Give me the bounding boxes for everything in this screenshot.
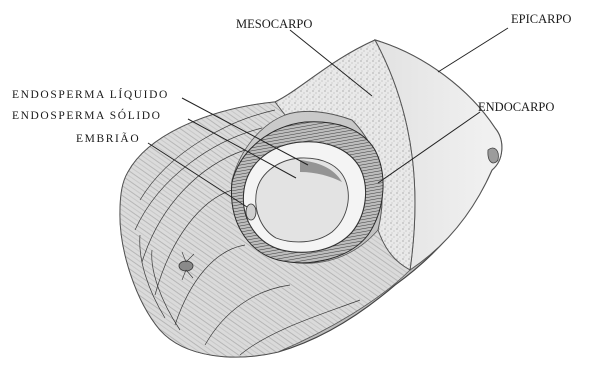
label-endocarp: ENDOCARPO xyxy=(478,100,554,114)
label-liquid-endosperm: ENDOSPERMA LÍQUIDO xyxy=(12,87,169,101)
label-embryo: EMBRIÃO xyxy=(76,131,140,145)
embryo xyxy=(246,204,256,220)
label-mesocarp: MESOCARPO xyxy=(236,17,312,31)
label-solid-endosperm: ENDOSPERMA SÓLIDO xyxy=(12,108,162,122)
label-epicarp: EPICARPO xyxy=(511,12,571,26)
leader-epicarp xyxy=(438,28,508,72)
fruit-tip xyxy=(488,148,498,163)
